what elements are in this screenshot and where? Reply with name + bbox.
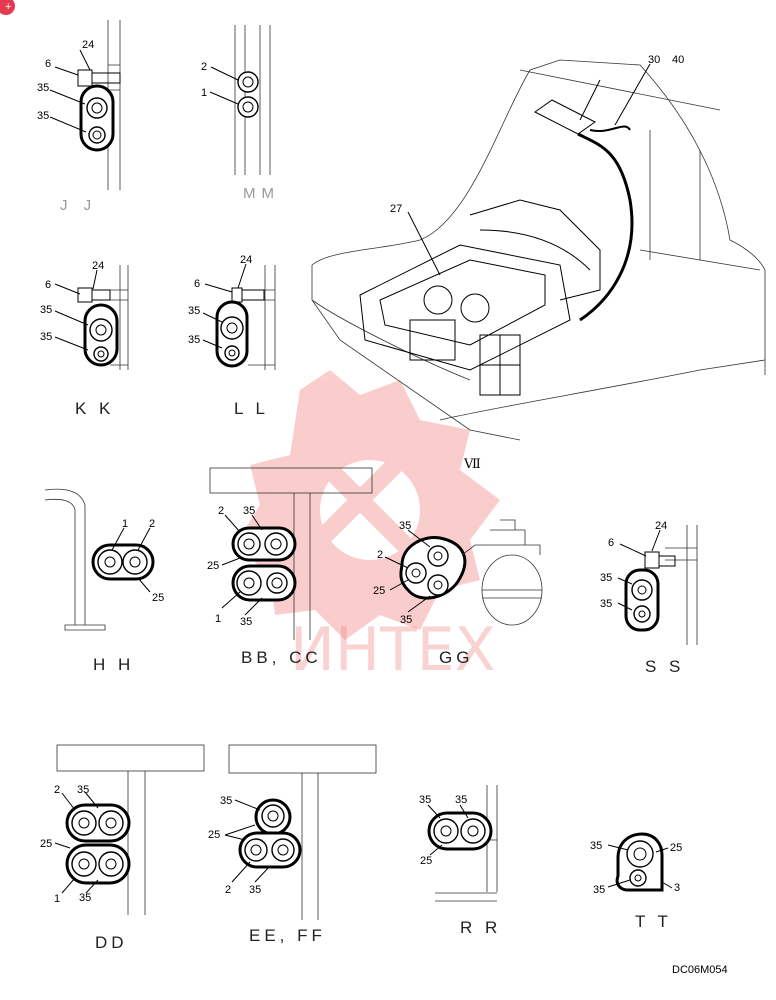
label-tt-25: 25 bbox=[670, 842, 682, 854]
label-hh-25: 25 bbox=[152, 592, 164, 604]
hvac-unit-27 bbox=[359, 199, 601, 396]
label-gg-35a: 35 bbox=[399, 520, 411, 532]
label-bbcc-1: 1 bbox=[215, 613, 221, 625]
label-ll-6: 6 bbox=[194, 278, 200, 290]
main-machine-view: 30 40 27 bbox=[311, 54, 766, 441]
label-ss-24: 24 bbox=[655, 520, 667, 532]
label-bbcc-25: 25 bbox=[207, 560, 219, 572]
label-ll-35a: 35 bbox=[188, 305, 200, 317]
caption-gg: GG bbox=[439, 648, 473, 667]
label-mm-2: 2 bbox=[201, 61, 207, 73]
caption-eeff: EE, FF bbox=[249, 926, 326, 945]
caption-rr: R R bbox=[460, 918, 501, 937]
label-dd-2: 2 bbox=[54, 784, 60, 796]
label-gg-25: 25 bbox=[373, 585, 385, 597]
label-hh-1: 1 bbox=[122, 518, 128, 530]
view-marker: Ⅶ bbox=[463, 457, 481, 472]
view-gg: 35 2 25 35 GG bbox=[373, 519, 543, 667]
caption-bbcc: BB, CC bbox=[241, 648, 322, 667]
label-jj-24: 24 bbox=[82, 39, 94, 51]
caption-dd: DD bbox=[95, 933, 128, 952]
corner-badge-text: + bbox=[5, 1, 11, 13]
label-ss-35b: 35 bbox=[600, 598, 612, 610]
label-kk-35b: 35 bbox=[40, 331, 52, 343]
label-main-30: 30 bbox=[648, 54, 660, 66]
caption-hh: H H bbox=[93, 655, 134, 674]
caption-kk: K K bbox=[75, 399, 114, 418]
label-bbcc-35b: 35 bbox=[240, 616, 252, 628]
label-ss-35a: 35 bbox=[600, 572, 612, 584]
view-ss: 24 6 35 35 S S bbox=[600, 520, 698, 676]
label-dd-35b: 35 bbox=[79, 892, 91, 904]
corner-badge[interactable]: + bbox=[0, 0, 15, 15]
watermark-text: ИНТЕХ bbox=[290, 615, 496, 685]
drawing-code: DC06M054 bbox=[672, 964, 728, 976]
label-mm-1: 1 bbox=[201, 87, 207, 99]
view-eeff: 35 25 2 35 EE, FF bbox=[208, 744, 377, 945]
label-kk-35a: 35 bbox=[40, 304, 52, 316]
label-gg-2: 2 bbox=[377, 549, 383, 561]
caption-ll: L L bbox=[234, 399, 269, 418]
label-dd-35a: 35 bbox=[77, 784, 89, 796]
label-jj-35b: 35 bbox=[37, 110, 49, 122]
view-rr: 35 35 25 R R bbox=[419, 785, 501, 937]
label-tt-35b: 35 bbox=[593, 884, 605, 896]
label-hh-2: 2 bbox=[149, 518, 155, 530]
caption-ss: S S bbox=[645, 657, 684, 676]
caption-tt: T T bbox=[635, 912, 672, 931]
label-ll-24: 24 bbox=[240, 254, 252, 266]
switch-panel-30 bbox=[534, 99, 596, 135]
view-tt: 35 25 35 3 T T bbox=[590, 832, 682, 931]
label-dd-25: 25 bbox=[40, 838, 52, 850]
view-kk: 24 6 35 35 K K bbox=[40, 260, 129, 418]
label-main-40: 40 bbox=[672, 54, 684, 66]
harness-cable bbox=[577, 132, 634, 322]
label-jj-35a: 35 bbox=[37, 82, 49, 94]
caption-mm: MM bbox=[243, 185, 280, 202]
label-rr-35b: 35 bbox=[455, 794, 467, 806]
label-jj-6: 6 bbox=[45, 58, 51, 70]
caption-jj: J J bbox=[60, 197, 97, 214]
label-eeff-2: 2 bbox=[225, 884, 231, 896]
view-dd: 2 35 25 1 35 DD bbox=[40, 744, 205, 952]
label-bbcc-35a: 35 bbox=[243, 505, 255, 517]
label-kk-6: 6 bbox=[45, 279, 51, 291]
view-bbcc: 2 35 25 1 35 BB, CC bbox=[207, 467, 373, 667]
view-jj: 24 6 35 35 J J bbox=[37, 20, 121, 214]
label-rr-35a: 35 bbox=[419, 794, 431, 806]
label-ll-35b: 35 bbox=[188, 334, 200, 346]
view-hh: 1 2 25 H H bbox=[44, 488, 164, 674]
bolt-shank-jj bbox=[91, 72, 121, 84]
label-gg-35b: 35 bbox=[400, 614, 412, 626]
label-tt-3: 3 bbox=[674, 882, 680, 894]
view-ll: 24 6 35 35 L L bbox=[188, 254, 276, 418]
label-main-27: 27 bbox=[390, 203, 402, 215]
label-bbcc-2: 2 bbox=[218, 505, 224, 517]
bolt-head-jj bbox=[77, 69, 93, 87]
label-eeff-25: 25 bbox=[208, 829, 220, 841]
view-mm: 2 1 MM bbox=[201, 25, 280, 202]
label-eeff-35a: 35 bbox=[220, 795, 232, 807]
label-ss-6: 6 bbox=[608, 537, 614, 549]
label-dd-1: 1 bbox=[54, 893, 60, 905]
label-eeff-35b: 35 bbox=[249, 884, 261, 896]
label-rr-25: 25 bbox=[420, 855, 432, 867]
label-tt-35a: 35 bbox=[590, 840, 602, 852]
label-kk-24: 24 bbox=[92, 260, 104, 272]
